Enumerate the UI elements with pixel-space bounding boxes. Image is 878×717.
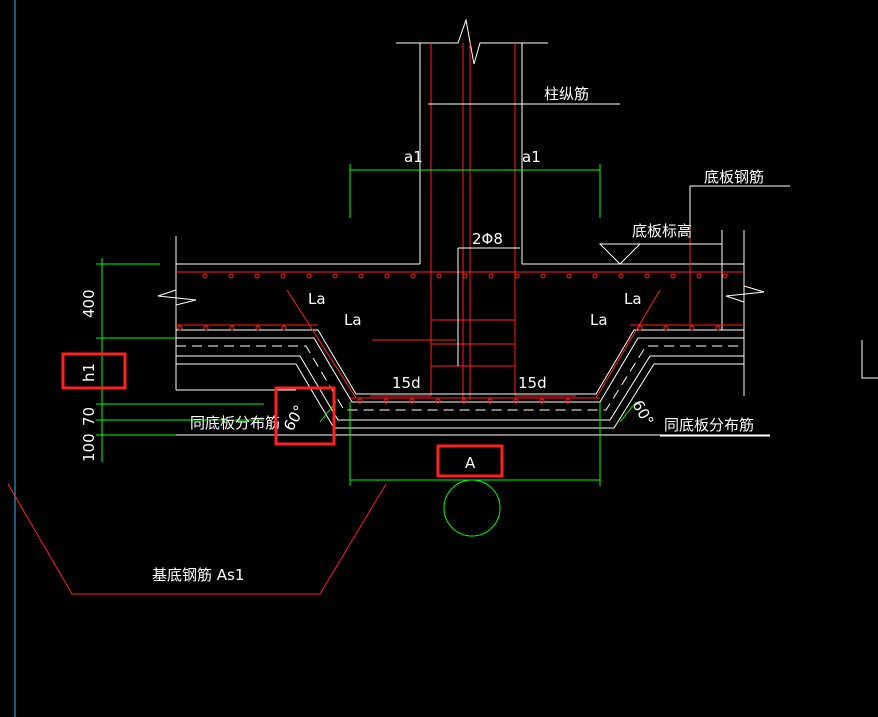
rebar-dot — [540, 273, 546, 279]
label-a1-left: a1 — [404, 148, 423, 166]
edge-marker — [861, 340, 878, 379]
rebar-dot — [461, 398, 467, 404]
bottom-rebar-dots — [357, 398, 571, 404]
label-dim-h1: h1 — [80, 363, 98, 382]
rebar-dot — [715, 325, 721, 331]
highlight-A — [436, 444, 504, 478]
rebar-dot — [696, 273, 702, 279]
rebar-dot — [689, 325, 695, 331]
rebar-dot — [435, 398, 441, 404]
rebar-dot — [306, 273, 312, 279]
rebar-dot — [228, 273, 234, 279]
rebar-dot — [383, 398, 389, 404]
label-dim-A: A — [465, 454, 476, 472]
rebar-dot — [332, 273, 338, 279]
highlight-angle — [274, 386, 336, 446]
rebar-dot — [566, 273, 572, 279]
mid-rebar-dots — [177, 325, 721, 331]
rebar-dot — [409, 398, 415, 404]
label-dim-400: 400 — [80, 289, 98, 318]
rebar-dot — [670, 273, 676, 279]
rebar-dot — [229, 325, 235, 331]
rebar-dot — [487, 398, 493, 404]
rebar-dot — [637, 325, 643, 331]
label-column-bars: 柱纵筋 — [544, 85, 589, 103]
rebar-dot — [203, 325, 209, 331]
text-labels: 柱纵筋 a1 a1 底板钢筋 底板标高 2Φ8 La La La La 15d … — [80, 85, 764, 584]
highlight-h1 — [61, 352, 127, 390]
rebar-dot — [255, 325, 261, 331]
rebar-dot — [281, 325, 287, 331]
rebar-dot — [592, 273, 598, 279]
rebar-dot — [358, 273, 364, 279]
label-dist-left: 同底板分布筋 — [190, 414, 280, 432]
top-rebar-dots — [202, 273, 728, 279]
label-la-3: La — [624, 290, 642, 308]
label-dim-70: 70 — [80, 407, 98, 426]
rebar-dot — [436, 273, 442, 279]
rebar-dot — [565, 398, 571, 404]
label-angle-left: 60° — [280, 402, 309, 434]
base-pit-outline — [7, 483, 387, 595]
rebar-dot — [663, 325, 669, 331]
rebar-dot — [202, 273, 208, 279]
label-slab-elevation: 底板标高 — [632, 222, 692, 240]
label-la-1: La — [308, 290, 326, 308]
highlight-boxes — [61, 352, 504, 478]
label-15d-right: 15d — [518, 374, 547, 392]
label-base-bars: 基底钢筋 As1 — [152, 566, 244, 584]
rebar-dot — [177, 325, 183, 331]
label-15d-left: 15d — [392, 374, 421, 392]
label-la-2: La — [344, 311, 362, 329]
rebar-dot — [722, 273, 728, 279]
slab-rebars — [176, 230, 744, 399]
rebar-dot — [254, 273, 260, 279]
rebar-dot — [488, 273, 494, 279]
label-dist-right: 同底板分布筋 — [664, 416, 754, 434]
label-slab-bars: 底板钢筋 — [704, 168, 764, 186]
rebar-dot — [462, 273, 468, 279]
rebar-dot — [514, 273, 520, 279]
rebar-dot — [618, 273, 624, 279]
dimension-lines — [96, 164, 637, 537]
rebar-dot — [357, 398, 363, 404]
label-la-4: La — [590, 311, 608, 329]
column-outline — [396, 18, 548, 264]
column-rebars — [370, 43, 576, 400]
label-angle-right: 60° — [629, 397, 658, 429]
label-a1-right: a1 — [522, 148, 541, 166]
rebar-dot — [280, 273, 286, 279]
label-dim-100: 100 — [80, 433, 98, 462]
rebar-dot — [384, 273, 390, 279]
rebar-dot — [513, 398, 519, 404]
rebar-dot — [410, 273, 416, 279]
rebar-dot — [644, 273, 650, 279]
rebar-dot — [539, 398, 545, 404]
label-stirrup: 2Φ8 — [472, 230, 503, 248]
leader-lines — [428, 103, 790, 437]
